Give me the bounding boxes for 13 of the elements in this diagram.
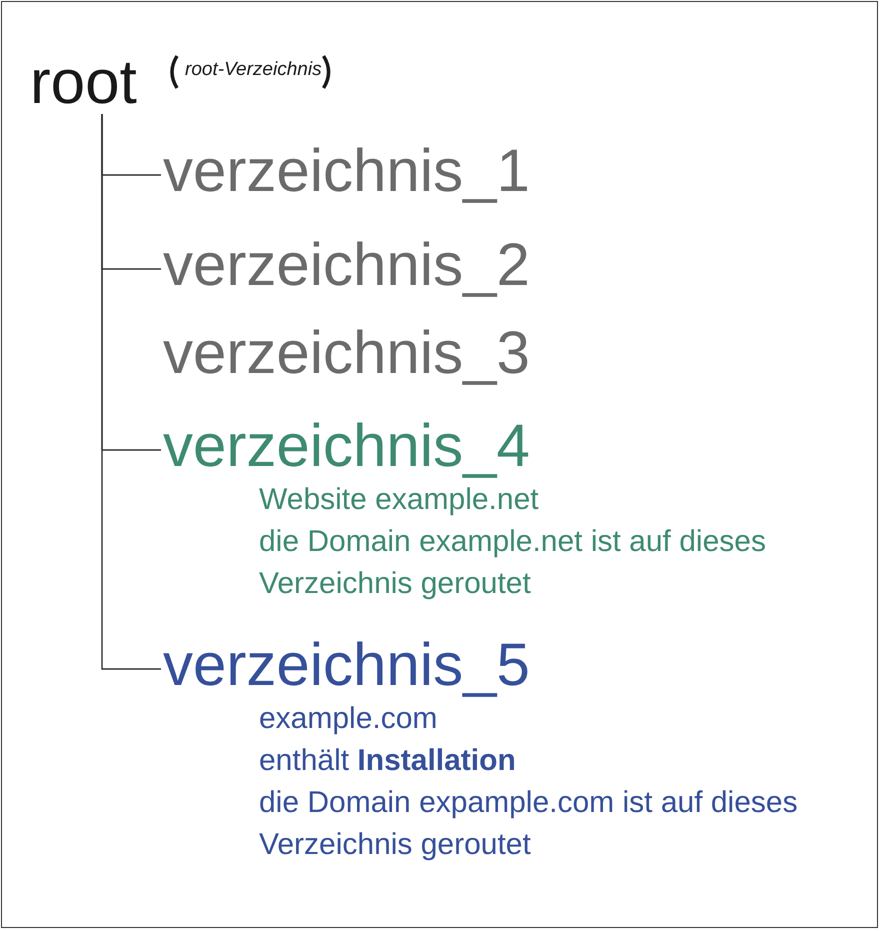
folder-description: die Domain example.net ist auf dieses Verzeichnis geroutet: [259, 524, 767, 602]
folder-name: verzeichnis_1: [163, 138, 530, 204]
folder-name: verzeichnis_3: [163, 320, 530, 386]
root-note: root-Verzeichnis: [185, 58, 322, 82]
root-label: root: [30, 50, 137, 116]
folder-name: verzeichnis_2: [163, 232, 530, 298]
folder-description: example.com: [259, 701, 438, 737]
folder-description: enthält Installation: [259, 743, 517, 779]
folder-name: verzeichnis_5: [163, 632, 531, 698]
folder-name: verzeichnis_4: [163, 413, 531, 479]
folder-description: Website example.net: [259, 482, 540, 518]
folder-description: die Domain expample.com ist auf dieses Verzeichnis geroutet: [259, 785, 799, 863]
tree-connector: [101, 114, 161, 670]
